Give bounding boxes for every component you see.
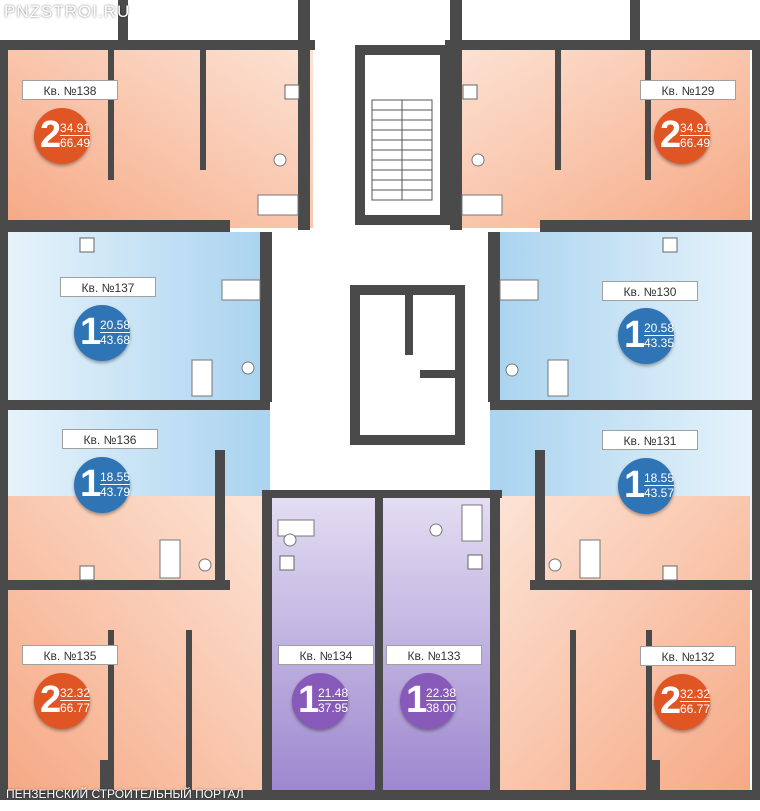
apartment-fills bbox=[8, 40, 752, 791]
apt-138-badge[interactable]: 2 34.91 66.49 bbox=[34, 108, 91, 164]
apt-132-badge[interactable]: 2 32.32 66.77 bbox=[654, 674, 711, 730]
rooms-count: 1 bbox=[298, 679, 320, 721]
living-area: 18.55 bbox=[644, 471, 675, 485]
apt-132-label: Кв. №132 bbox=[640, 646, 736, 666]
apt-131-label: Кв. №131 bbox=[602, 430, 698, 450]
apt-136-badge[interactable]: 1 18.55 43.79 bbox=[74, 457, 131, 513]
apt-137-area bbox=[8, 232, 270, 402]
total-area: 66.49 bbox=[680, 135, 711, 150]
rooms-count: 1 bbox=[80, 311, 102, 353]
living-area: 22.38 bbox=[426, 686, 457, 700]
total-area: 43.57 bbox=[644, 485, 675, 500]
total-area: 38.00 bbox=[426, 700, 457, 715]
apt-135-label: Кв. №135 bbox=[22, 645, 118, 665]
living-area: 32.32 bbox=[60, 686, 91, 700]
apt-135-badge[interactable]: 2 32.32 66.77 bbox=[34, 673, 91, 729]
total-area: 66.77 bbox=[680, 701, 711, 716]
fixtures bbox=[159, 153, 601, 579]
apt-137-label: Кв. №137 bbox=[60, 277, 156, 297]
apt-130-badge[interactable]: 1 20.58 43.35 bbox=[618, 308, 675, 364]
staircase bbox=[371, 99, 433, 201]
rooms-count: 1 bbox=[80, 463, 102, 505]
rooms-count: 1 bbox=[406, 679, 428, 721]
apt-133-label: Кв. №133 bbox=[386, 645, 482, 665]
total-area: 37.95 bbox=[318, 700, 349, 715]
apt-129-label: Кв. №129 bbox=[640, 80, 736, 100]
apt-130-area bbox=[490, 232, 752, 402]
total-area: 66.49 bbox=[60, 135, 91, 150]
total-area: 43.35 bbox=[644, 335, 675, 350]
living-area: 18.55 bbox=[100, 470, 131, 484]
apt-135-area bbox=[8, 496, 268, 791]
living-area: 34.91 bbox=[60, 121, 91, 135]
apt-132-area bbox=[494, 496, 750, 791]
living-area: 34.91 bbox=[680, 121, 711, 135]
rooms-count: 1 bbox=[624, 464, 646, 506]
apt-133-badge[interactable]: 1 22.38 38.00 bbox=[400, 673, 457, 729]
apt-133-area bbox=[380, 496, 492, 791]
rooms-count: 2 bbox=[660, 680, 682, 722]
apt-137-badge[interactable]: 1 20.58 43.68 bbox=[74, 305, 131, 361]
living-area: 32.32 bbox=[680, 687, 711, 701]
rooms-count: 1 bbox=[624, 314, 646, 356]
apt-134-label: Кв. №134 bbox=[278, 645, 374, 665]
total-area: 43.68 bbox=[100, 332, 131, 347]
total-area: 43.79 bbox=[100, 484, 131, 499]
apt-131-badge[interactable]: 1 18.55 43.57 bbox=[618, 458, 675, 514]
rooms-count: 2 bbox=[660, 114, 682, 156]
living-area: 20.58 bbox=[644, 321, 675, 335]
apt-136-label: Кв. №136 bbox=[62, 429, 158, 449]
living-area: 21.48 bbox=[318, 686, 349, 700]
apt-134-badge[interactable]: 1 21.48 37.95 bbox=[292, 673, 349, 729]
rooms-count: 2 bbox=[40, 679, 62, 721]
rooms-count: 2 bbox=[40, 114, 62, 156]
apt-130-label: Кв. №130 bbox=[602, 281, 698, 301]
total-area: 66.77 bbox=[60, 700, 91, 715]
apt-129-badge[interactable]: 2 34.91 66.49 bbox=[654, 108, 711, 164]
living-area: 20.58 bbox=[100, 318, 131, 332]
apt-138-label: Кв. №138 bbox=[22, 80, 118, 100]
watermark-bottom: ПЕНЗЕНСКИЙ СТРОИТЕЛЬНЫЙ ПОРТАЛ bbox=[6, 787, 244, 801]
stoves bbox=[79, 84, 678, 581]
watermark-top: PNZSTROI.RU bbox=[4, 2, 131, 21]
